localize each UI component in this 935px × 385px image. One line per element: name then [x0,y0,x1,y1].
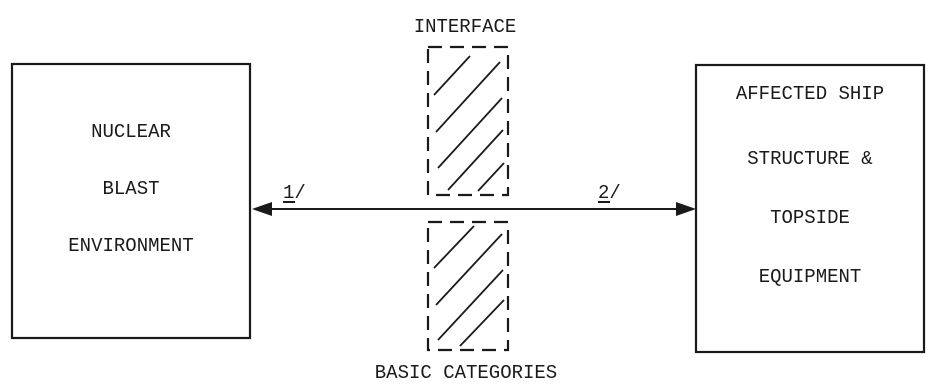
nuclear-blast-environment-box: NUCLEAR BLAST ENVIRONMENT [10,62,252,340]
interface-band-lower [426,220,510,352]
left-box-line-2: BLAST [102,178,159,200]
arrow-label-1: 1/ [283,182,306,204]
right-box-line-1: AFFECTED SHIP [736,83,884,105]
left-box-line-1: NUCLEAR [91,121,171,143]
interface-band-lower-border [426,220,510,352]
basic-categories-label: BASIC CATEGORIES [375,362,557,384]
left-box-line-3: ENVIRONMENT [68,235,193,257]
arrow-label-2: 2/ [598,182,621,204]
right-box-line-4: EQUIPMENT [759,266,862,288]
right-box-line-3: TOPSIDE [770,207,850,229]
affected-ship-structure-box: AFFECTED SHIP STRUCTURE & TOPSIDE EQUIPM… [694,63,926,354]
right-box-line-2: STRUCTURE & [747,148,872,170]
interface-band-upper [426,45,510,197]
interface-label: INTERFACE [414,16,517,38]
arrow-head-left [252,202,272,216]
arrow-head-right [676,202,696,216]
interaction-arrow [252,202,696,216]
interface-band-upper-border [426,45,510,197]
left-box-border [10,62,252,340]
right-box-border [694,63,926,354]
